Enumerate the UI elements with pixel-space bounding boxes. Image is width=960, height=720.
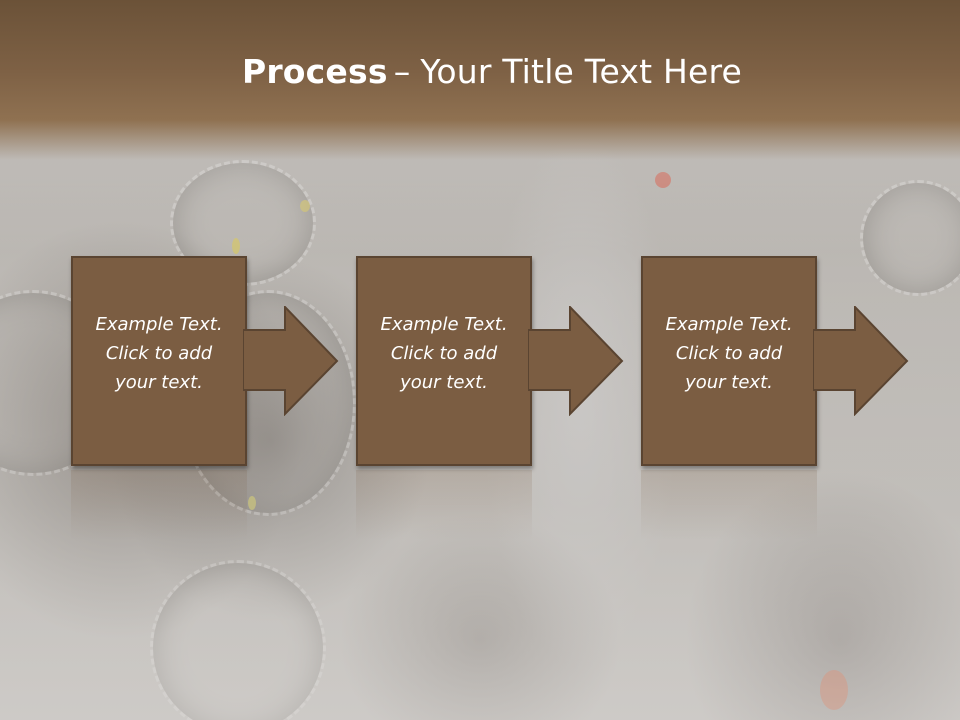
title-separator: – — [393, 52, 411, 91]
right-arrow-icon — [243, 306, 339, 416]
process-step-3[interactable]: Example Text. Click to add your text. — [641, 256, 911, 468]
title-bold-part: Process — [241, 52, 388, 91]
step-text[interactable]: Example Text. Click to add your text. — [95, 314, 223, 393]
header-band — [0, 0, 960, 160]
right-arrow-icon — [528, 306, 624, 416]
step-reflection — [71, 470, 341, 540]
step-box — [71, 256, 247, 466]
step-box — [356, 256, 532, 466]
slide-title[interactable]: Process–Your Title Text Here — [0, 52, 960, 91]
step-text[interactable]: Example Text. Click to add your text. — [665, 314, 793, 393]
step-text[interactable]: Example Text. Click to add your text. — [380, 314, 508, 393]
process-step-2[interactable]: Example Text. Click to add your text. — [356, 256, 626, 468]
title-rest: Your Title Text Here — [420, 52, 743, 91]
step-reflection — [641, 470, 911, 540]
process-step-1[interactable]: Example Text. Click to add your text. — [71, 256, 341, 468]
step-reflection — [356, 470, 626, 540]
right-arrow-icon — [813, 306, 909, 416]
